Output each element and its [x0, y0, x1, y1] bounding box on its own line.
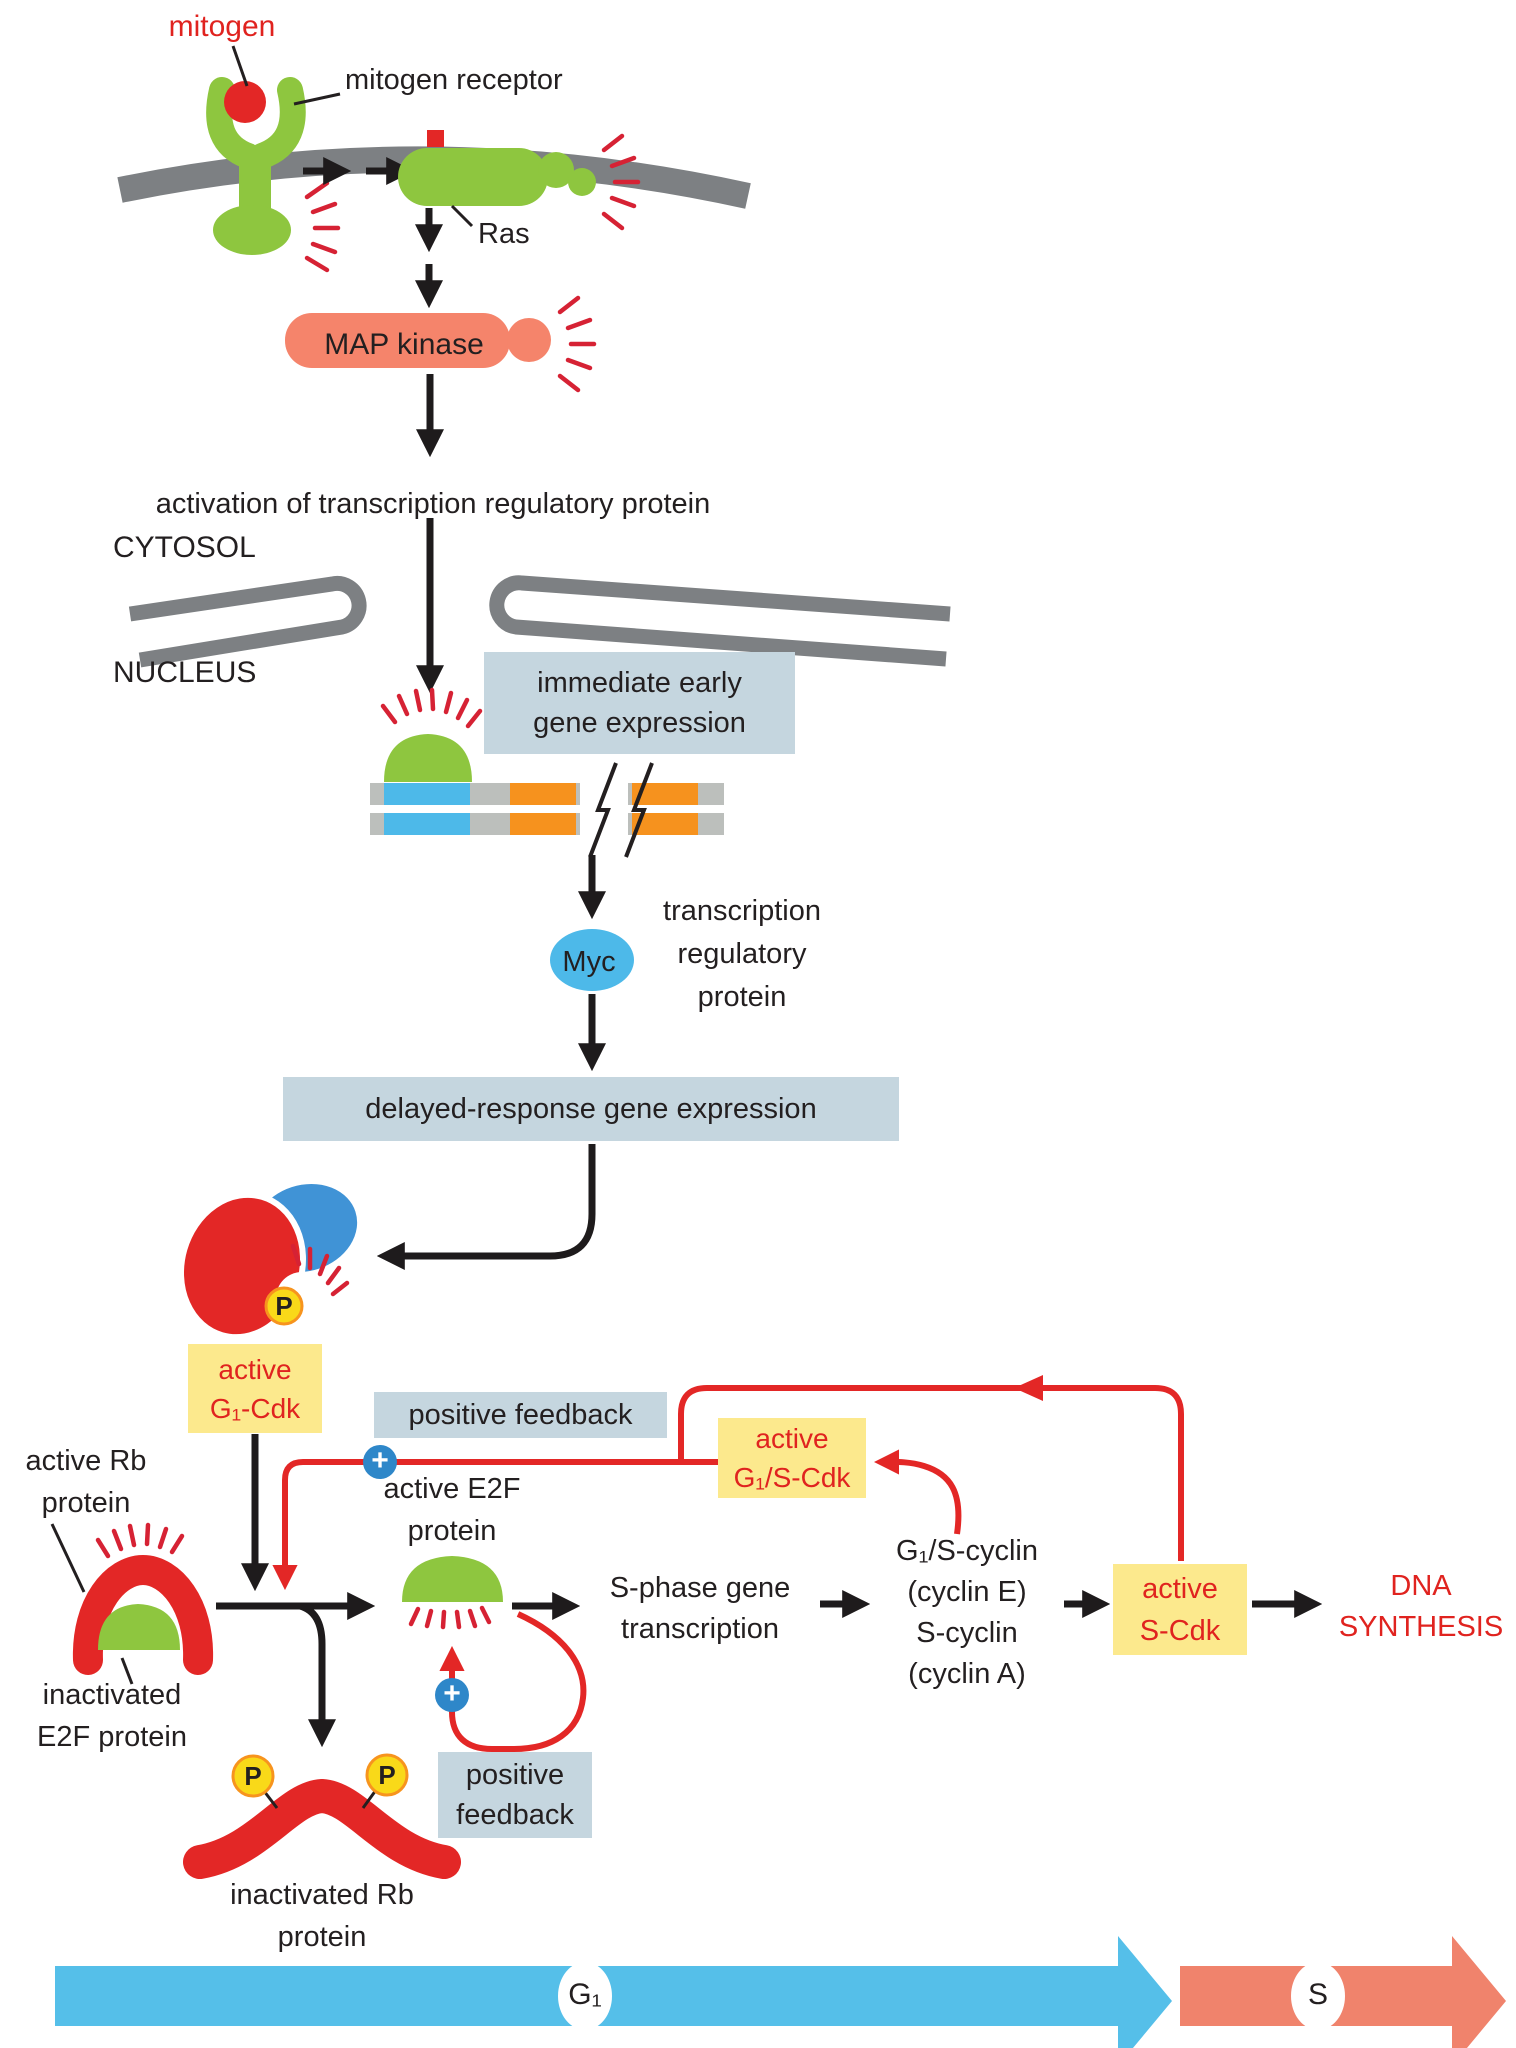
s-phase-label: S	[1307, 1978, 1329, 2011]
ras-activity-ticks	[601, 133, 641, 231]
active-rb-e2f-icon	[72, 1522, 214, 1675]
cyclin-to-g1scdk-arrow	[873, 1449, 962, 1535]
dna-break-slash-2	[624, 762, 654, 858]
phosphate-label: P	[378, 1760, 396, 1790]
dna-icon	[370, 762, 724, 858]
nuclear-envelope-right	[489, 575, 951, 667]
mitogen-receptor-label: mitogen receptor	[345, 64, 563, 96]
map-kinase-activity-ticks	[557, 295, 597, 393]
mitogen-label: mitogen	[168, 10, 276, 43]
scdk-feedback-line	[678, 1385, 1184, 1561]
ras-leader-line	[450, 204, 474, 228]
inactivated-e2f-icon	[98, 1604, 180, 1650]
scdk-feedback-arrowhead	[1014, 1375, 1043, 1401]
mitogen-receptor-icon	[206, 77, 306, 255]
map-kinase-label: MAP kinase	[324, 328, 484, 361]
active-e2f-icon	[402, 1556, 503, 1602]
g1-phase-label: G₁	[568, 1978, 602, 2011]
cytosol-label: CYTOSOL	[113, 531, 256, 564]
g1-phase-arrow	[55, 1936, 1172, 2048]
phosphate-icon	[231, 1754, 275, 1798]
inactivated-e2f-label: inactivated E2F protein	[37, 1679, 187, 1753]
dna-break-slash-1	[588, 762, 618, 858]
active-e2f-label: active E2F protein	[383, 1473, 521, 1547]
active-g1s-cdk-label-box: active G₁/S-Cdk	[718, 1418, 866, 1498]
positive-feedback-top-label-box: positive feedback	[374, 1392, 667, 1438]
bound-mitogen-icon	[427, 130, 444, 147]
rb-activity-ticks	[95, 1522, 185, 1559]
myc-protein-icon	[550, 929, 634, 991]
active-g1-cdk-label-box: active G₁-Cdk	[188, 1344, 322, 1433]
plus-label: +	[371, 1444, 389, 1477]
delayed-response-label-box: delayed-response gene expression	[283, 1077, 899, 1141]
mitogen-ligand-icon	[224, 81, 266, 123]
active-rb-label: active Rb protein	[25, 1445, 147, 1519]
plus-label: +	[443, 1677, 461, 1710]
nucleus-label: NUCLEUS	[113, 656, 257, 689]
receptor-leader-line	[293, 92, 341, 106]
phosphate-label: P	[275, 1291, 293, 1321]
delayed-to-g1cdk-arrow	[376, 1144, 596, 1270]
phosphate-icon	[365, 1753, 409, 1797]
mitogen-leader-line	[231, 45, 249, 87]
inactivated-e2f-leader-line	[120, 1657, 134, 1685]
inactivated-rb-label: inactivated Rb protein	[230, 1879, 414, 1953]
active-rb-leader-line	[50, 1523, 86, 1593]
e2f-self-feedback-arrow	[439, 1611, 587, 1752]
cyclins-label: G₁/S-cyclin (cyclin E) S-cyclin (cyclin …	[896, 1535, 1038, 1690]
transcription-factor-icon	[384, 734, 472, 782]
dna-synthesis-label: DNA SYNTHESIS	[1338, 1570, 1504, 1643]
e2f-activity-ticks	[408, 1605, 492, 1630]
s-phase-badge	[1291, 1962, 1345, 2030]
transcription-factor-activity-ticks	[380, 687, 483, 729]
plus-node-icon-bottom	[435, 1678, 469, 1712]
transcription-regulatory-protein-label: transcription regulatory protein	[663, 895, 821, 1013]
feedback-to-rb-arrow	[272, 1459, 718, 1591]
receptor-activity-ticks	[304, 180, 341, 273]
s-phase-gene-label: S-phase gene transcription	[609, 1572, 791, 1645]
active-g1-cdk-icon	[178, 1177, 364, 1341]
g1-phase-badge	[558, 1962, 612, 2030]
rb-inactivation-branch-arrow	[298, 1602, 336, 1748]
active-s-cdk-label-box: active S-Cdk	[1113, 1564, 1247, 1655]
active-rb-icon	[72, 1554, 214, 1675]
g1cdk-activity-ticks	[290, 1243, 350, 1297]
positive-feedback-bottom-label-box: positive feedback	[438, 1752, 592, 1838]
immediate-early-label-box: immediate early gene expression	[484, 652, 795, 754]
ras-label: Ras	[478, 218, 530, 250]
map-kinase-icon	[285, 313, 551, 368]
nuclear-envelope-left	[128, 575, 367, 668]
phosphate-label: P	[244, 1761, 262, 1791]
phosphate-icon	[264, 1286, 304, 1326]
inactivated-rb-icon	[183, 1753, 461, 1879]
activation-label: activation of transcription regulatory p…	[155, 488, 711, 520]
myc-label: Myc	[562, 946, 616, 978]
plus-node-icon-top	[363, 1445, 397, 1479]
activated-receptor-ras-icon	[398, 148, 596, 206]
